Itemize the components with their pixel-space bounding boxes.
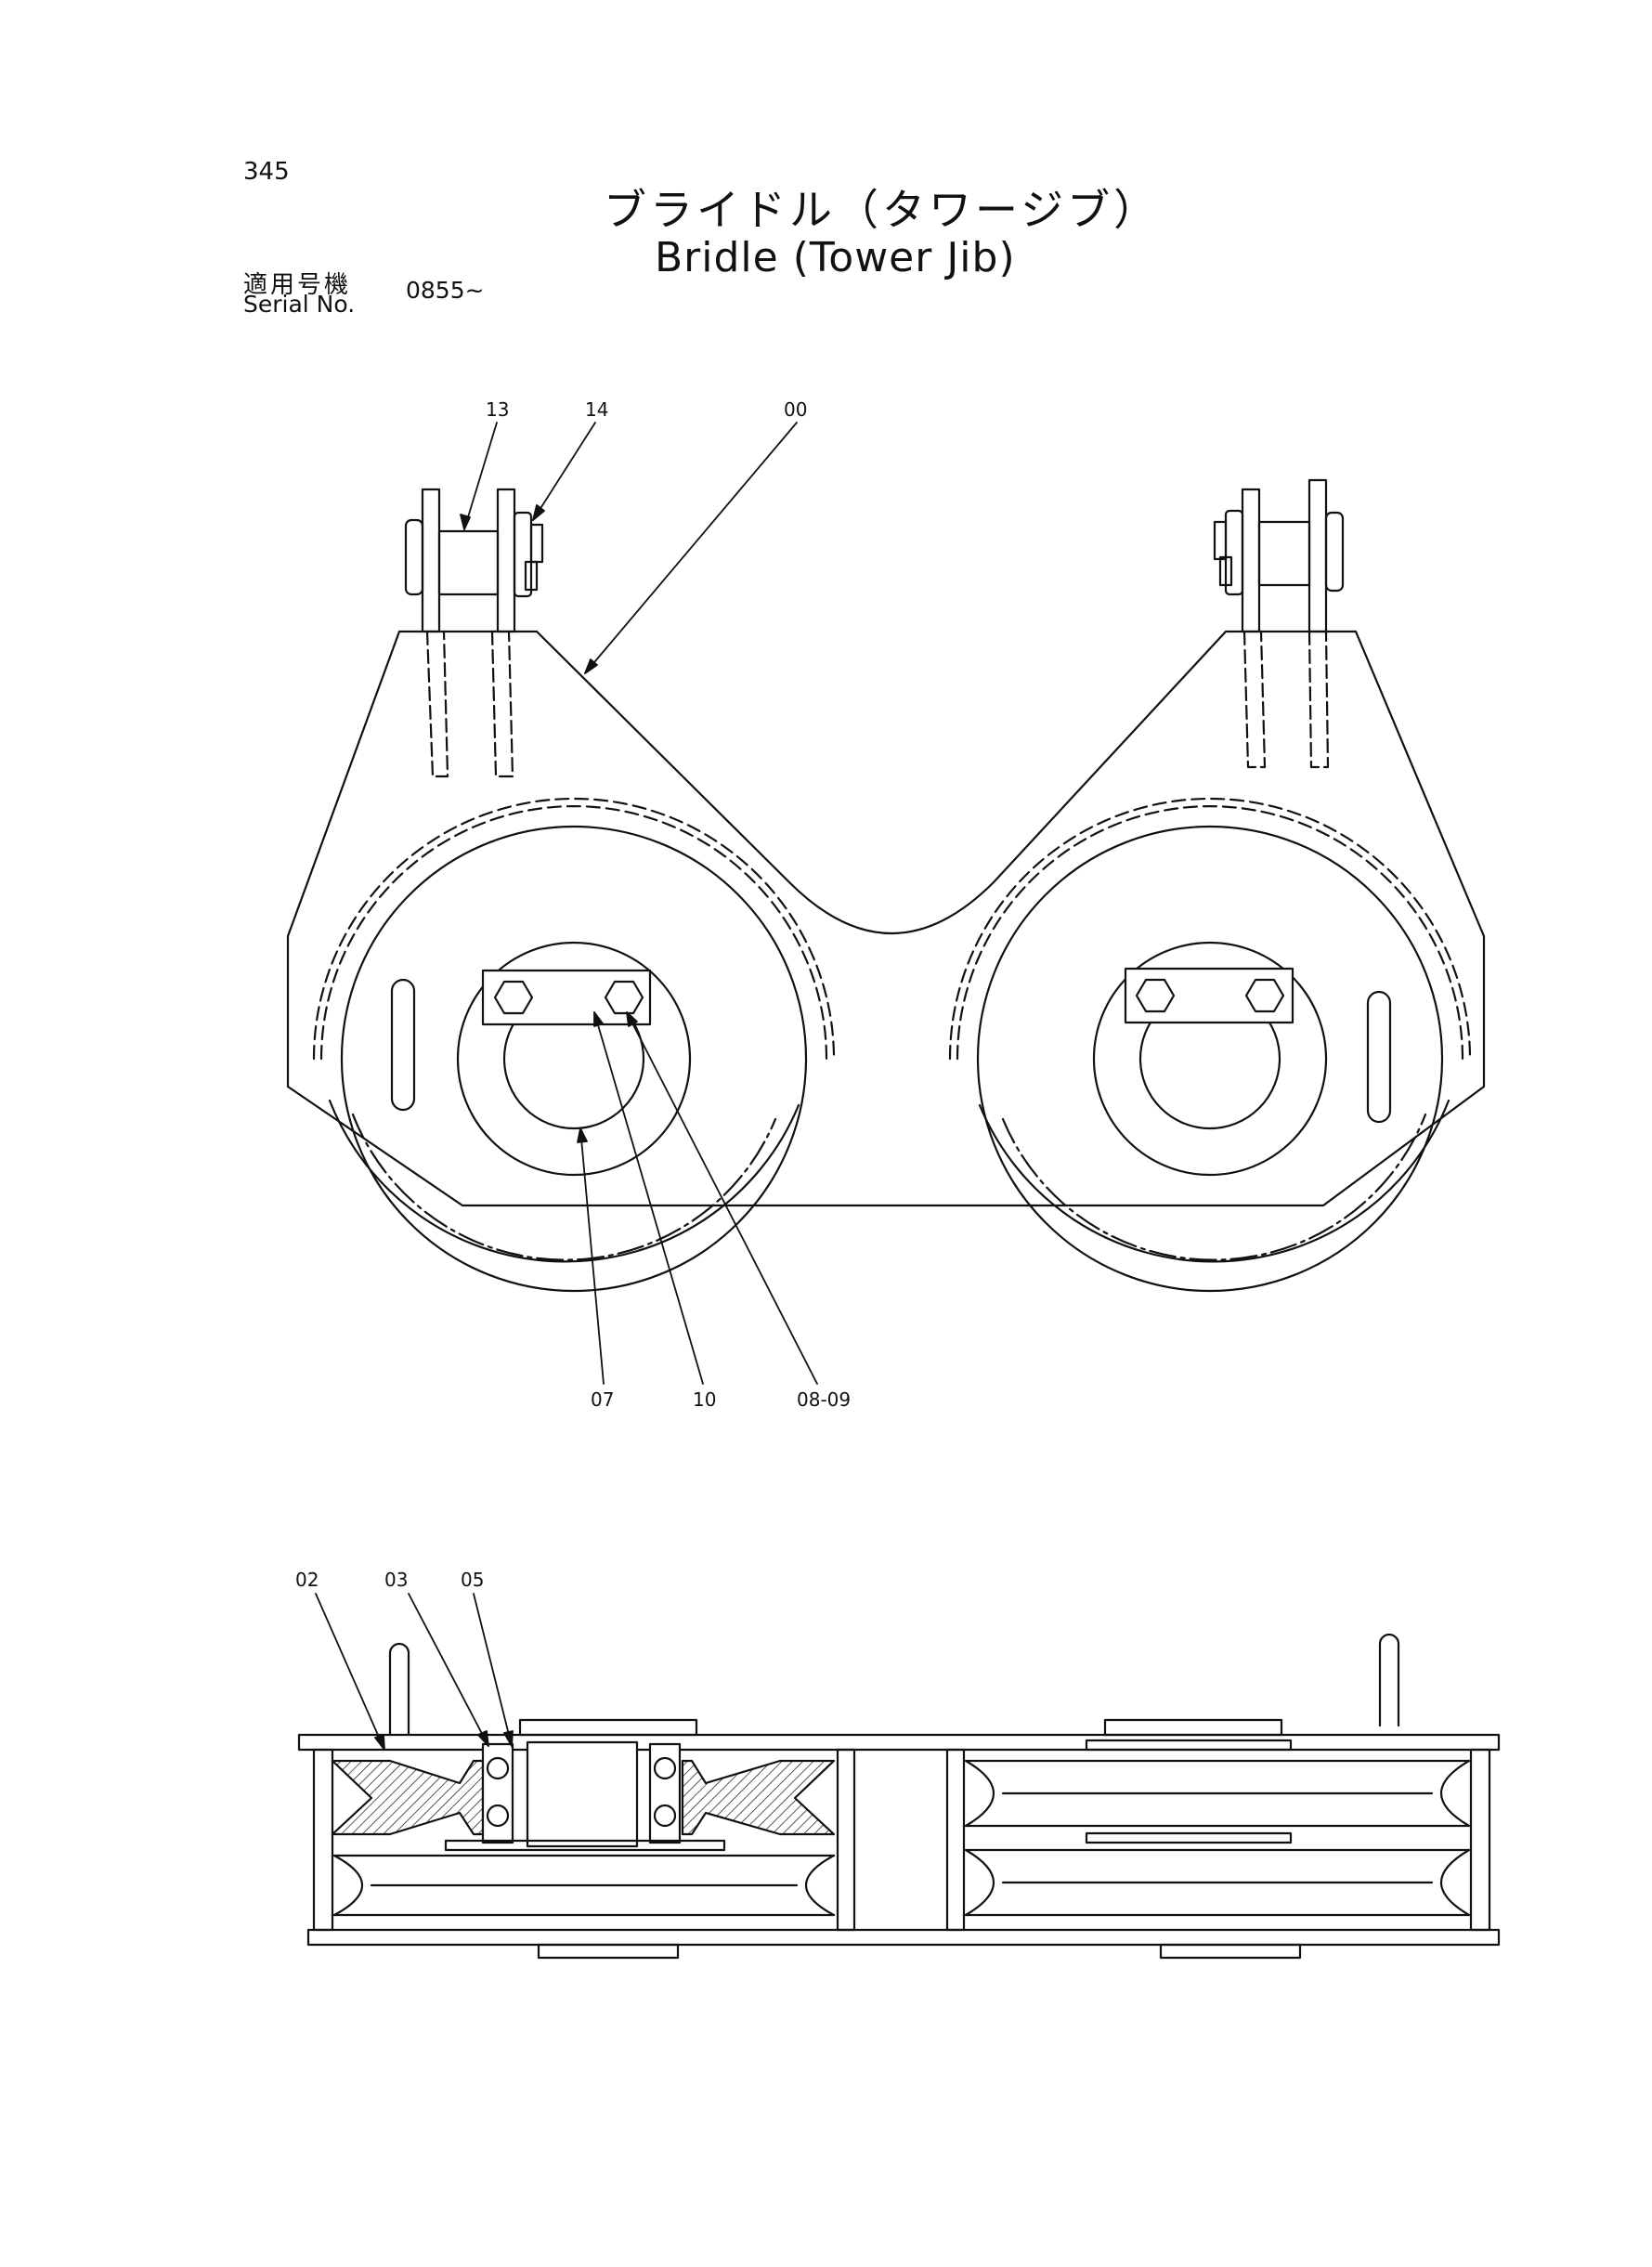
right-lock-plate [1124, 967, 1294, 1024]
left-guard-arc-inner [319, 804, 828, 1061]
section-leader-lines [315, 1593, 514, 1751]
right-sheave-outer [978, 1099, 1450, 1263]
right-clevis [1213, 478, 1345, 769]
left-hub-ring [456, 941, 692, 1177]
serial-number-value: 0855~ [406, 277, 485, 304]
left-slot [390, 978, 416, 1112]
left-sheave-pitch [351, 1113, 777, 1261]
callout-10: 10 [693, 1388, 716, 1411]
callout-05: 05 [461, 1569, 484, 1591]
right-pin [1378, 1633, 1400, 1727]
right-sheave-face [976, 825, 1444, 1293]
front-leader-lines [460, 422, 818, 1385]
side-plate-outline [286, 630, 1486, 1207]
callout-08-09: 08-09 [797, 1388, 851, 1411]
right-guard-arc-inner [956, 804, 1464, 1061]
left-frame [312, 1748, 334, 1932]
left-hex-bolt-2 [604, 980, 644, 1015]
right-hub-ring [1092, 941, 1328, 1177]
left-sheave-face [340, 825, 808, 1293]
left-clevis [404, 488, 544, 778]
callout-00: 00 [784, 398, 807, 421]
callout-13: 13 [486, 398, 509, 421]
serial-label-english: Serial No. [243, 291, 356, 318]
right-guard-arc-outer [948, 797, 1472, 1061]
left-pin [388, 1642, 410, 1737]
page-number: 345 [243, 158, 290, 186]
left-sheave-outer [328, 1099, 800, 1263]
bottom-plate [306, 1928, 1501, 1947]
left-guard-arc-outer [312, 797, 836, 1061]
title-english: Bridle (Tower Jib) [655, 234, 1016, 281]
right-hex-bolt-2 [1244, 978, 1285, 1013]
right-hex-bolt-1 [1135, 978, 1176, 1013]
right-slot [1366, 990, 1392, 1124]
left-hex-bolt-1 [493, 980, 534, 1015]
left-sheave-section [331, 1740, 836, 1848]
right-lower-sheave [964, 1831, 1471, 1917]
callout-07: 07 [591, 1388, 614, 1411]
right-frame [1469, 1748, 1491, 1932]
right-sheave-pitch [1001, 1113, 1427, 1261]
callout-02: 02 [295, 1569, 319, 1591]
middle-spacer-right [945, 1748, 966, 1932]
left-lower-sheave [332, 1839, 836, 1917]
left-lock-plate [481, 969, 652, 1026]
right-upper-sheave [964, 1739, 1471, 1828]
top-plate [297, 1733, 1501, 1752]
section-view: 02 03 05 [295, 1569, 1501, 1960]
callout-14: 14 [585, 398, 608, 421]
callout-03: 03 [384, 1569, 408, 1591]
title-japanese: ブライドル（タワージブ） [604, 185, 1161, 235]
middle-spacer-left [836, 1748, 856, 1932]
serial-label-japanese: 適用号機 [243, 271, 352, 299]
front-view: 13 14 00 07 10 08-09 [286, 398, 1486, 1411]
